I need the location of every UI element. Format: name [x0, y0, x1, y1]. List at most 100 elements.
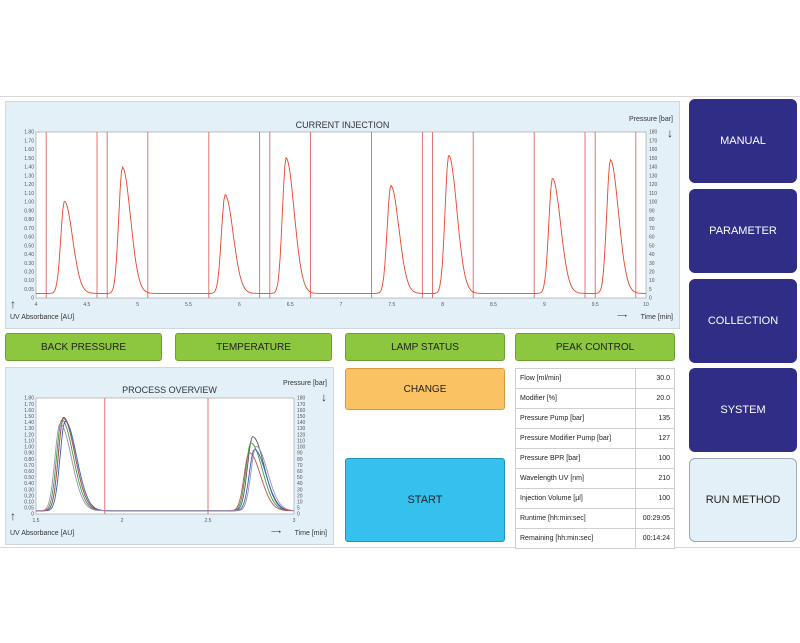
y-tick-label: 0.50	[24, 475, 34, 481]
y-tick-label: 1.50	[24, 414, 34, 420]
x-tick-label: 4.5	[83, 302, 90, 308]
y-tick-label: 0.90	[24, 208, 34, 214]
process-overview-y-label: UV Absorbance [AU]	[10, 530, 75, 537]
y2-tick-label: 10	[649, 278, 655, 284]
y2-tick-label: 40	[297, 481, 303, 487]
pressure-arrow-down-icon: ↓	[667, 126, 673, 140]
y-tick-label: 1.40	[24, 165, 34, 171]
y2-tick-label: 80	[297, 457, 303, 463]
y-tick-label: 0.80	[24, 217, 34, 223]
param-row: Pressure Modifier Pump [bar]127	[515, 428, 675, 449]
x-tick-label: 7.5	[388, 302, 395, 308]
y-tick-label: 1.80	[24, 396, 34, 402]
system-button[interactable]: SYSTEM	[689, 368, 797, 452]
param-row: Flow [ml/min]30.0	[515, 368, 675, 389]
y-tick-label: 0.70	[24, 226, 34, 232]
y2-tick-label: 90	[649, 208, 655, 214]
param-row: Pressure Pump [bar]135	[515, 408, 675, 429]
overview-trace-line	[36, 423, 294, 512]
manual-button[interactable]: MANUAL	[689, 99, 797, 183]
y-tick-label: 1.10	[24, 438, 34, 444]
y2-tick-label: 50	[649, 243, 655, 249]
x-tick-label: 8.5	[490, 302, 497, 308]
current-injection-title: CURRENT INJECTION	[295, 120, 390, 130]
y2-tick-label: 100	[649, 200, 658, 206]
y-tick-label: 0.60	[24, 235, 34, 241]
x-tick-label: 9.5	[592, 302, 599, 308]
param-row: Injection Volume [µl]100	[515, 488, 675, 509]
y2-tick-label: 120	[649, 182, 658, 188]
absorbance-arrow-up-icon: ↑	[10, 297, 16, 311]
y-tick-label: 0.80	[24, 457, 34, 463]
y-tick-label: 0.05	[24, 287, 34, 293]
param-label: Wavelength UV [nm]	[515, 468, 636, 489]
x-tick-label: 2	[121, 518, 124, 524]
y2-tick-label: 5	[649, 287, 652, 293]
run-method-button[interactable]: RUN METHOD	[689, 458, 797, 542]
current-injection-y-label: UV Absorbance [AU]	[10, 314, 75, 321]
y2-tick-label: 10	[297, 499, 303, 505]
lamp-status-button[interactable]: LAMP STATUS	[345, 333, 505, 361]
y2-tick-label: 140	[297, 420, 306, 426]
param-value: 127	[635, 428, 675, 449]
x-tick-label: 1.5	[33, 518, 40, 524]
y2-tick-label: 5	[297, 506, 300, 512]
y2-tick-label: 0	[297, 512, 300, 518]
plot-area	[35, 131, 647, 299]
start-button[interactable]: START	[345, 458, 505, 542]
y-tick-label: 1.50	[24, 156, 34, 162]
param-value: 00:14:24	[635, 528, 675, 549]
param-label: Flow [ml/min]	[515, 368, 636, 389]
param-label: Remaining [hh:min:sec]	[515, 528, 636, 549]
param-row: Modifier [%]20.0	[515, 388, 675, 409]
x-tick-label: 5.5	[185, 302, 192, 308]
y2-tick-label: 30	[649, 261, 655, 267]
change-button[interactable]: CHANGE	[345, 368, 505, 410]
y2-tick-label: 150	[649, 156, 658, 162]
param-value: 100	[635, 448, 675, 469]
param-value: 100	[635, 488, 675, 509]
y-tick-label: 0	[31, 512, 34, 518]
y2-tick-label: 20	[649, 269, 655, 275]
plot-area	[35, 397, 295, 515]
y-tick-label: 0.40	[24, 481, 34, 487]
y2-tick-label: 180	[297, 396, 306, 402]
temperature-button[interactable]: TEMPERATURE	[175, 333, 332, 361]
process-overview-x-label: Time [min]	[294, 530, 327, 537]
y-tick-label: 1.00	[24, 445, 34, 451]
y-tick-label: 0.70	[24, 463, 34, 469]
back-pressure-button[interactable]: BACK PRESSURE	[5, 333, 162, 361]
param-value: 210	[635, 468, 675, 489]
param-label: Injection Volume [µl]	[515, 488, 636, 509]
process-overview-title: PROCESS OVERVIEW	[122, 385, 217, 395]
y2-tick-label: 130	[649, 173, 658, 179]
param-row: Wavelength UV [nm]210	[515, 468, 675, 489]
y2-tick-label: 110	[297, 438, 305, 444]
y2-tick-label: 130	[297, 426, 306, 432]
y-tick-label: 1.70	[24, 402, 34, 408]
x-tick-label: 6.5	[287, 302, 294, 308]
y-tick-label: 1.20	[24, 432, 34, 438]
y-tick-label: 1.30	[24, 173, 34, 179]
peak-control-button[interactable]: PEAK CONTROL	[515, 333, 675, 361]
y-tick-label: 0.20	[24, 493, 34, 499]
current-injection-y2-label: Pressure [bar]	[629, 116, 673, 123]
param-label: Runtime [hh:min:sec]	[515, 508, 636, 529]
parameter-button[interactable]: PARAMETER	[689, 189, 797, 273]
x-tick-label: 5	[136, 302, 139, 308]
x-tick-label: 2.5	[205, 518, 212, 524]
y2-tick-label: 60	[297, 469, 303, 475]
y-tick-label: 1.10	[24, 191, 34, 197]
process-overview-y2-label: Pressure [bar]	[283, 380, 327, 387]
y-tick-label: 1.70	[24, 138, 34, 144]
y2-tick-label: 90	[297, 451, 303, 457]
x-tick-label: 7	[340, 302, 343, 308]
y-tick-label: 0.90	[24, 451, 34, 457]
y-tick-label: 1.20	[24, 182, 34, 188]
y-tick-label: 0.30	[24, 487, 34, 493]
collection-button[interactable]: COLLECTION	[689, 279, 797, 363]
param-row: Remaining [hh:min:sec]00:14:24	[515, 528, 675, 549]
